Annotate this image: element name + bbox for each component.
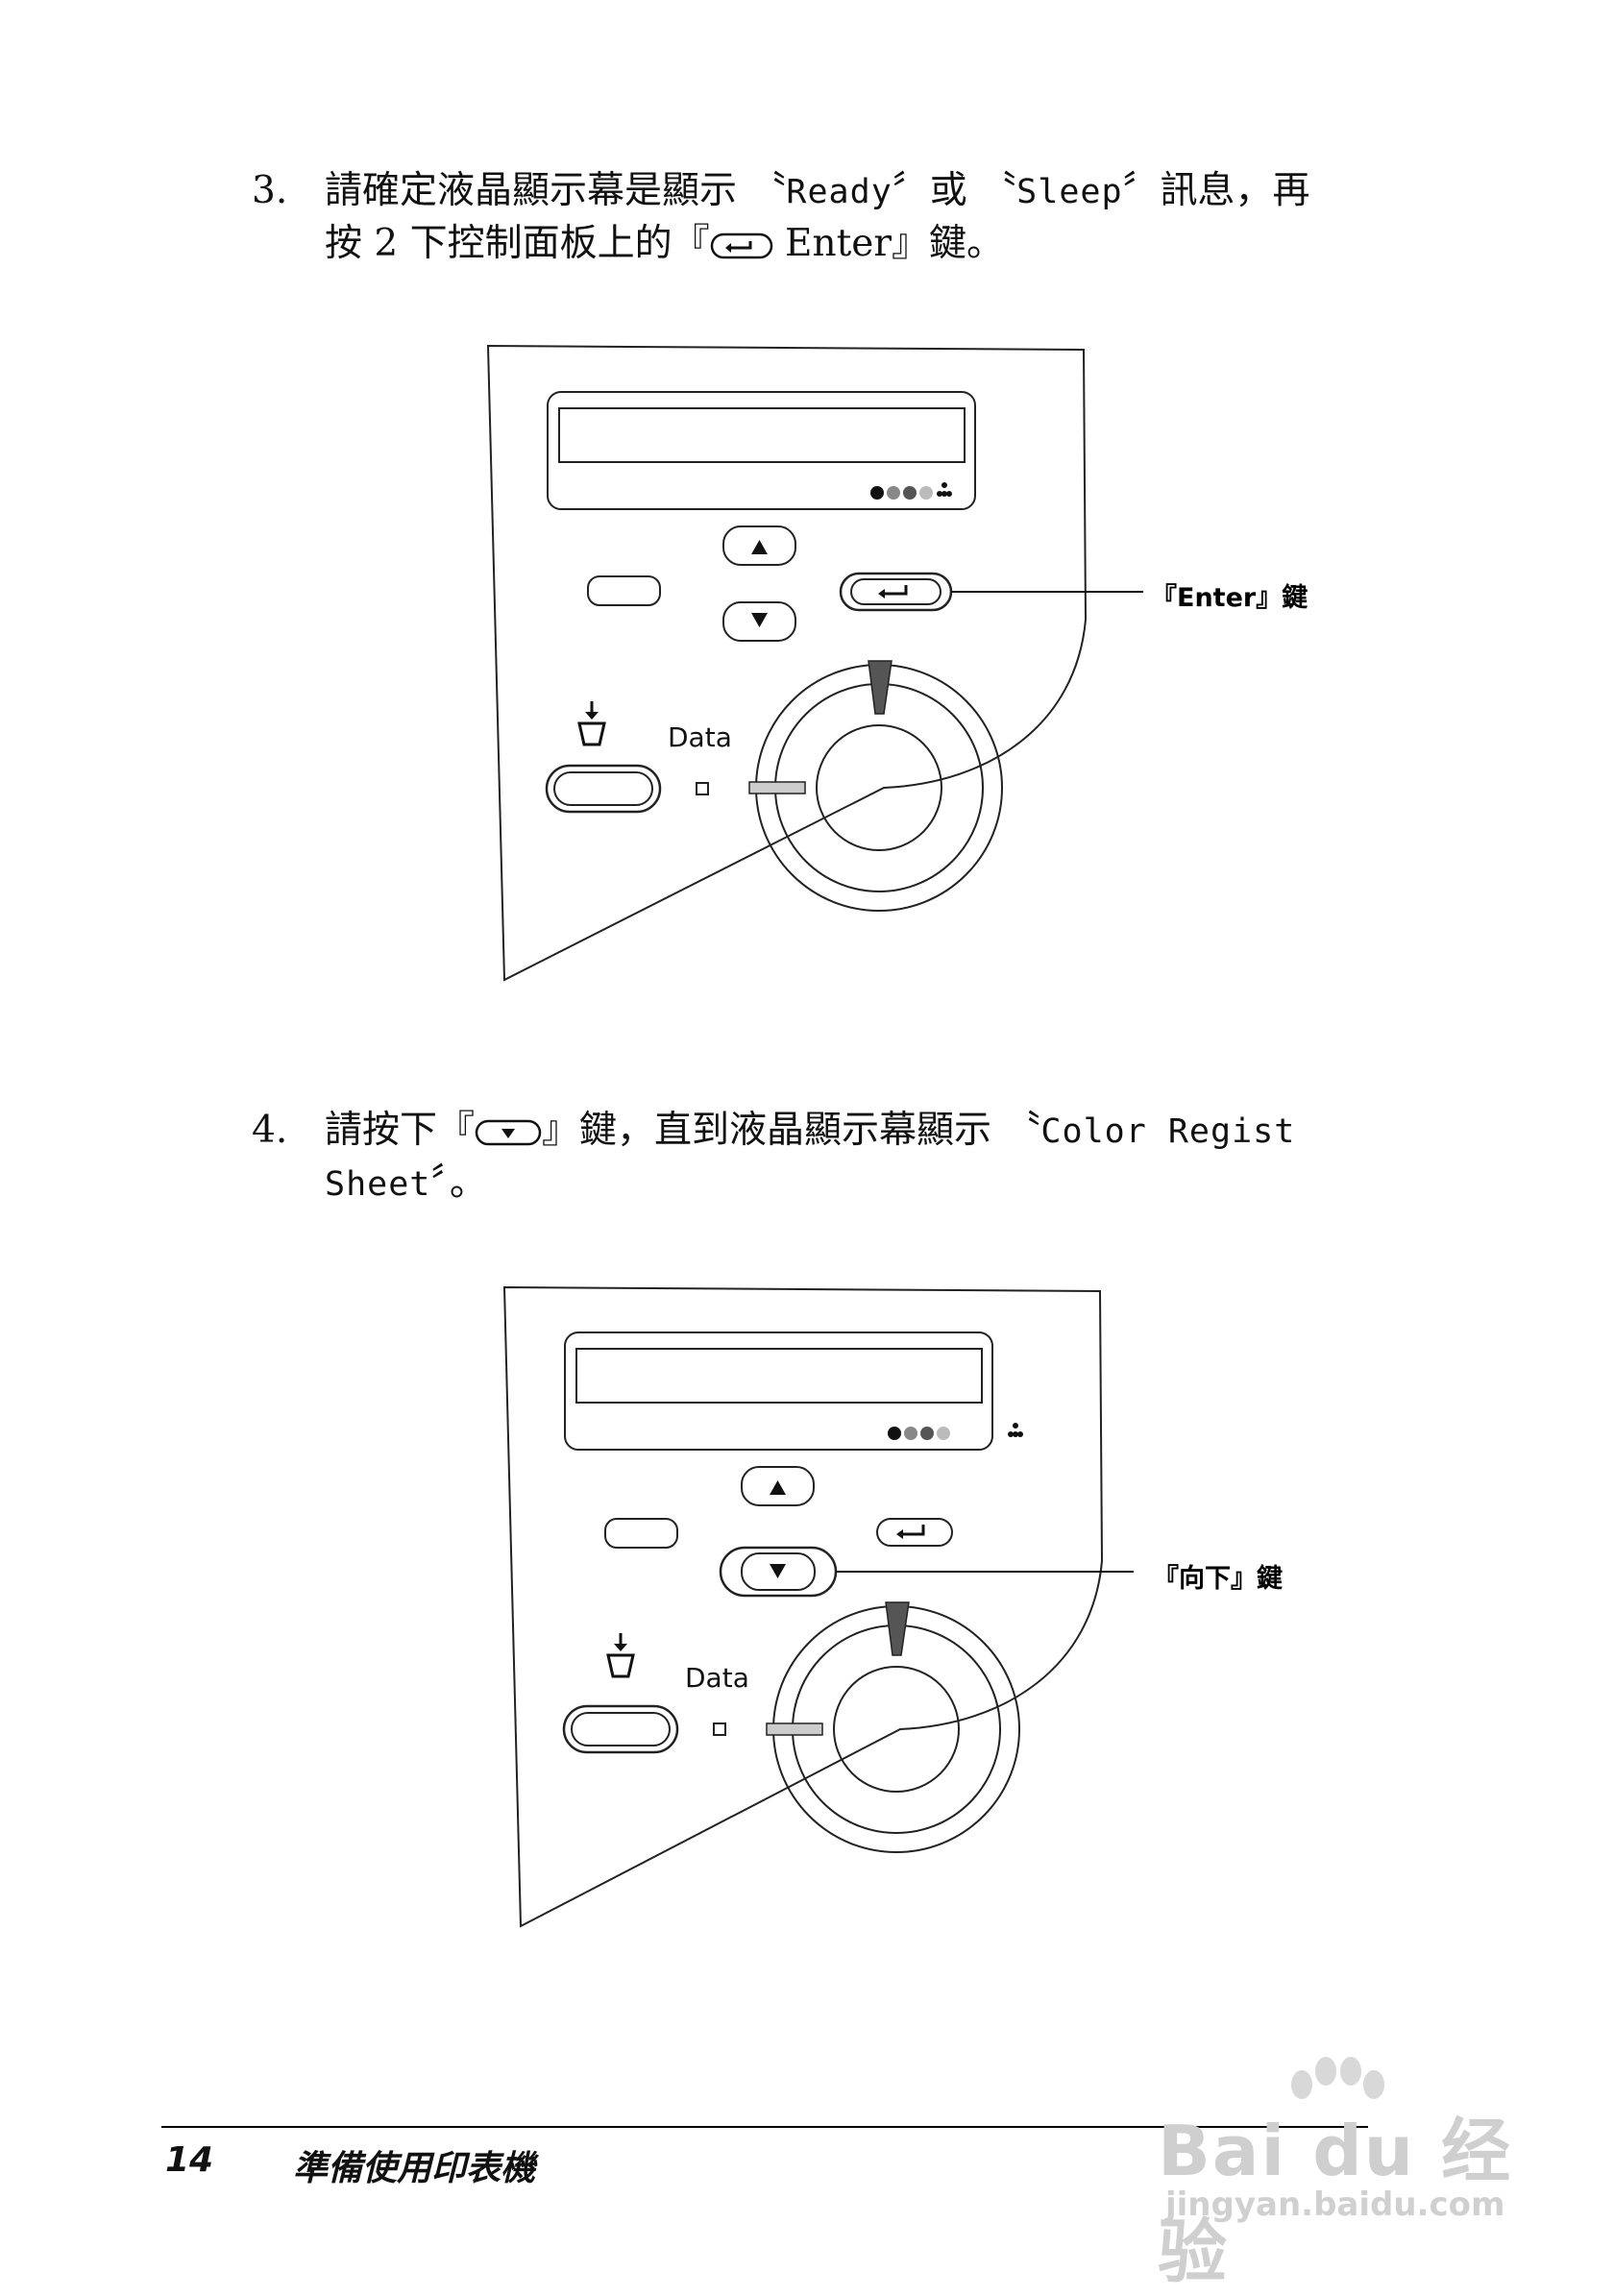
cancel-button-outer: [545, 764, 662, 814]
indicator-dot: [920, 1427, 934, 1440]
step-line-1: 請確定液晶顯示幕是顯示 〝Ready〞或 〝Sleep〞訊息，再: [325, 169, 1310, 212]
enter-arrow-head: [896, 1529, 903, 1539]
step-line-1: 請按下『 』鍵，直到液晶顯示幕顯示 〝Color Regist: [325, 1109, 1296, 1152]
lcd-message-sheet: Sheet: [325, 1165, 431, 1204]
left-button: [587, 575, 661, 606]
data-led: [696, 782, 709, 795]
data-label: Data: [685, 1662, 749, 1694]
callout-down-key: 『向下』鍵: [1153, 1564, 1283, 1594]
data-led: [713, 1722, 726, 1736]
enter-key-icon: [710, 232, 772, 259]
step-line-2: 按 2 下控制面板上的『 Enter』鍵。: [325, 222, 1005, 265]
panel-outline: [502, 1285, 1104, 1928]
cancel-button-inner: [553, 771, 653, 806]
lcd-screen: [575, 1348, 983, 1404]
dial-pointer: [868, 660, 893, 715]
watermark-brand: Bai du 经验: [1158, 2111, 1513, 2292]
indicator-dot: [887, 486, 900, 500]
dial-middle-ring: [792, 1624, 1001, 1834]
down-arrow-icon: [751, 613, 768, 627]
callout-enter-key: 『Enter』鍵: [1151, 583, 1308, 613]
lcd-bezel: [547, 391, 976, 510]
cancel-button-outer: [562, 1704, 679, 1754]
dial-center: [833, 1666, 960, 1793]
step-number: 4.: [252, 1109, 288, 1152]
indicator-dot: [888, 1427, 901, 1440]
cancel-job-icon: [577, 701, 606, 746]
step-text: 請確定液晶顯示幕是顯示 〝Ready〞或 〝Sleep〞訊息，再 按 2 下控制…: [325, 165, 1385, 270]
control-panel-figure-enter: Data: [486, 344, 1143, 982]
lcd-screen: [558, 407, 966, 463]
data-label: Data: [668, 721, 732, 753]
indicator-dot: [919, 486, 933, 500]
toner-icon: [1008, 1423, 1023, 1437]
cancel-job-icon: [606, 1633, 635, 1678]
lcd-bezel: [564, 1331, 993, 1451]
enter-arrow-head: [878, 589, 885, 598]
down-key-icon: [475, 1119, 542, 1146]
toner-icon: [937, 482, 952, 497]
step-text: 請按下『 』鍵，直到液晶顯示幕顯示 〝Color Regist Sheet〞。: [325, 1105, 1385, 1210]
indicator-dot: [903, 486, 917, 500]
down-button: [741, 1552, 816, 1591]
footer-title: 準備使用印表機: [293, 2149, 536, 2188]
step-number: 3.: [252, 169, 288, 212]
indicator-dot: [870, 486, 884, 500]
enter-arrow-icon: [884, 585, 908, 596]
up-arrow-icon: [751, 540, 768, 554]
down-button: [722, 601, 796, 642]
up-button: [722, 525, 796, 566]
panel-outline: [486, 344, 1088, 982]
dial-pointer: [885, 1601, 910, 1656]
dial-indicator: [766, 1722, 823, 1736]
paw-logo-icon: [1291, 2057, 1384, 2099]
up-button: [741, 1466, 815, 1506]
step-line-2: Sheet〞。: [325, 1161, 487, 1205]
indicator-dot: [937, 1427, 950, 1440]
enter-button: [850, 578, 942, 605]
dial-center: [816, 724, 942, 851]
control-panel-figure-down: Data: [502, 1285, 1134, 1928]
page-number: 14: [165, 2140, 214, 2180]
enter-arrow-icon: [902, 1525, 925, 1536]
down-arrow-icon: [770, 1564, 786, 1578]
cancel-button-inner: [571, 1712, 671, 1746]
left-button: [604, 1518, 678, 1549]
enter-button: [876, 1518, 953, 1547]
baidu-watermark: Bai du 经验 jingyan.baidu.com: [1119, 2056, 1532, 2292]
lcd-message-color-regist: Color Regist: [1040, 1112, 1296, 1151]
indicator-dot: [904, 1427, 917, 1440]
dial-middle-ring: [774, 683, 984, 892]
lcd-message-ready: Ready: [786, 173, 893, 211]
dial-indicator: [748, 781, 806, 794]
up-arrow-icon: [770, 1480, 786, 1495]
footer-rule: [161, 2126, 1368, 2128]
watermark-url: jingyan.baidu.com: [1165, 2186, 1505, 2224]
enter-key-label: Enter: [785, 222, 892, 265]
lcd-message-sleep: Sleep: [1016, 173, 1123, 211]
